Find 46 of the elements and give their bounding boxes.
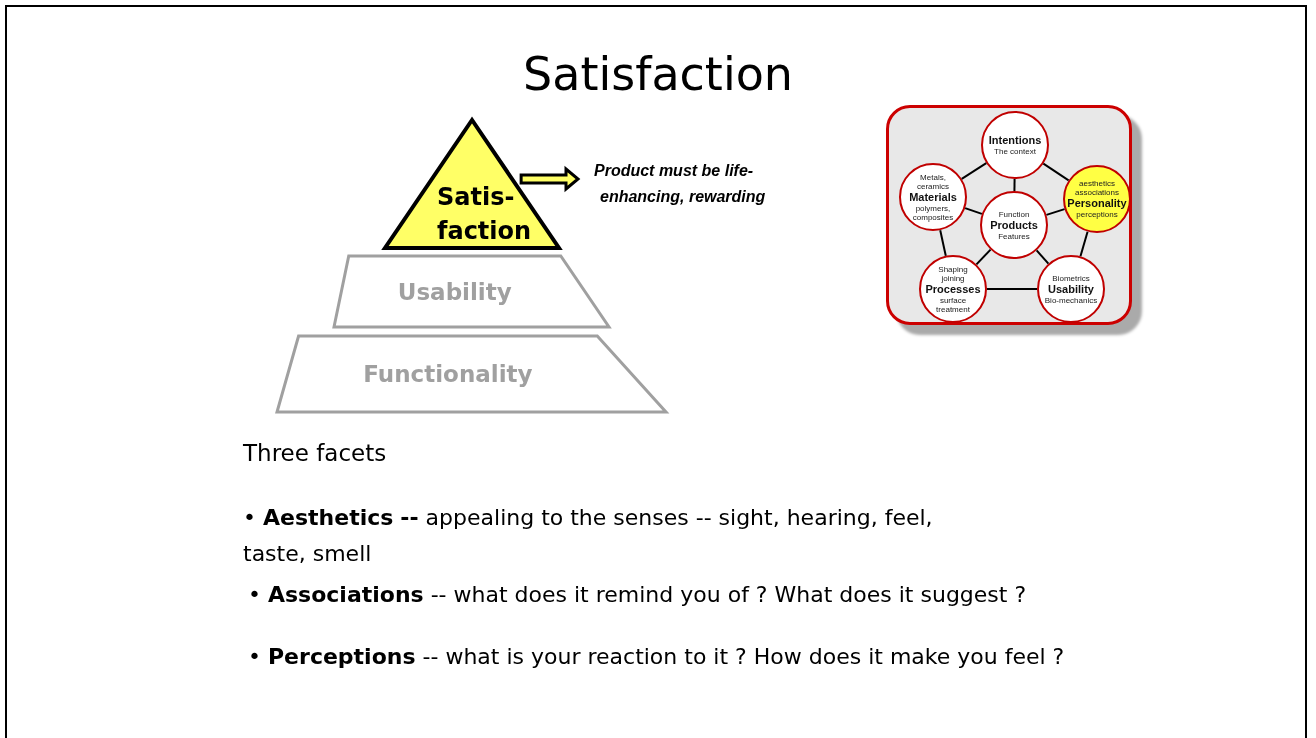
callout-text: Product must be life-enhancing, rewarding xyxy=(594,158,826,212)
topic-circle xyxy=(980,191,1048,259)
topic-heading: Processes xyxy=(925,282,981,296)
tier-label: Functionality xyxy=(362,360,534,389)
connector-line xyxy=(1042,162,1070,182)
topic-heading: Products xyxy=(990,218,1038,232)
topic-circle xyxy=(919,255,987,323)
connector-line xyxy=(1035,249,1050,265)
bullet-point: • Perceptions -- what is your reaction to it ? How does it make you feel ? xyxy=(248,643,1066,671)
topic-heading: Intentions xyxy=(988,134,1042,147)
topic-note: Metals, ceramics xyxy=(916,172,950,191)
pyramid-base-tier xyxy=(275,334,668,414)
bullet-point: • Associations -- what does it remind you of ? What does it suggest ? xyxy=(248,581,1028,609)
topic-note: polymers, composites xyxy=(911,203,955,222)
pyramid-top-tier xyxy=(383,118,561,250)
card-panel xyxy=(886,105,1132,325)
topic-note: The context xyxy=(994,147,1036,156)
topic-note: perceptions xyxy=(1076,210,1118,219)
topic-note: Function xyxy=(998,209,1030,219)
connector-line xyxy=(1013,178,1016,192)
topic-circle xyxy=(899,163,967,231)
connector-line xyxy=(960,162,988,180)
connector-line xyxy=(986,288,1038,290)
slide-title: Satisfaction xyxy=(522,46,794,103)
topic-circle xyxy=(1063,165,1131,233)
section-heading: Three facets xyxy=(243,439,388,468)
connector-line xyxy=(964,207,983,215)
connector-line xyxy=(1045,208,1066,216)
topic-note: Biometrics xyxy=(1052,273,1090,283)
topic-circle xyxy=(981,111,1049,179)
connector-line xyxy=(1079,230,1089,258)
topic-note: aesthetics associations xyxy=(1074,179,1120,197)
topic-circle xyxy=(1037,255,1105,323)
tier-label: Usability xyxy=(396,277,513,307)
connector-line xyxy=(939,229,947,257)
topic-note: surface treatment xyxy=(935,295,971,314)
topic-note: Bio-mechanics xyxy=(1044,295,1098,305)
connector-line xyxy=(975,248,992,266)
bullet-point: • Aesthetics -- appealing to the senses -- sight, hearing, feel, taste, smell xyxy=(243,504,934,568)
pyramid-middle-tier xyxy=(332,254,611,329)
topic-note: Features xyxy=(998,231,1030,241)
topic-note: Shaping joining xyxy=(937,264,969,283)
topic-heading: Personality xyxy=(1067,197,1127,210)
topic-heading: Materials xyxy=(909,190,957,204)
block-arrow xyxy=(519,165,581,193)
topic-heading: Usability xyxy=(1048,282,1094,296)
